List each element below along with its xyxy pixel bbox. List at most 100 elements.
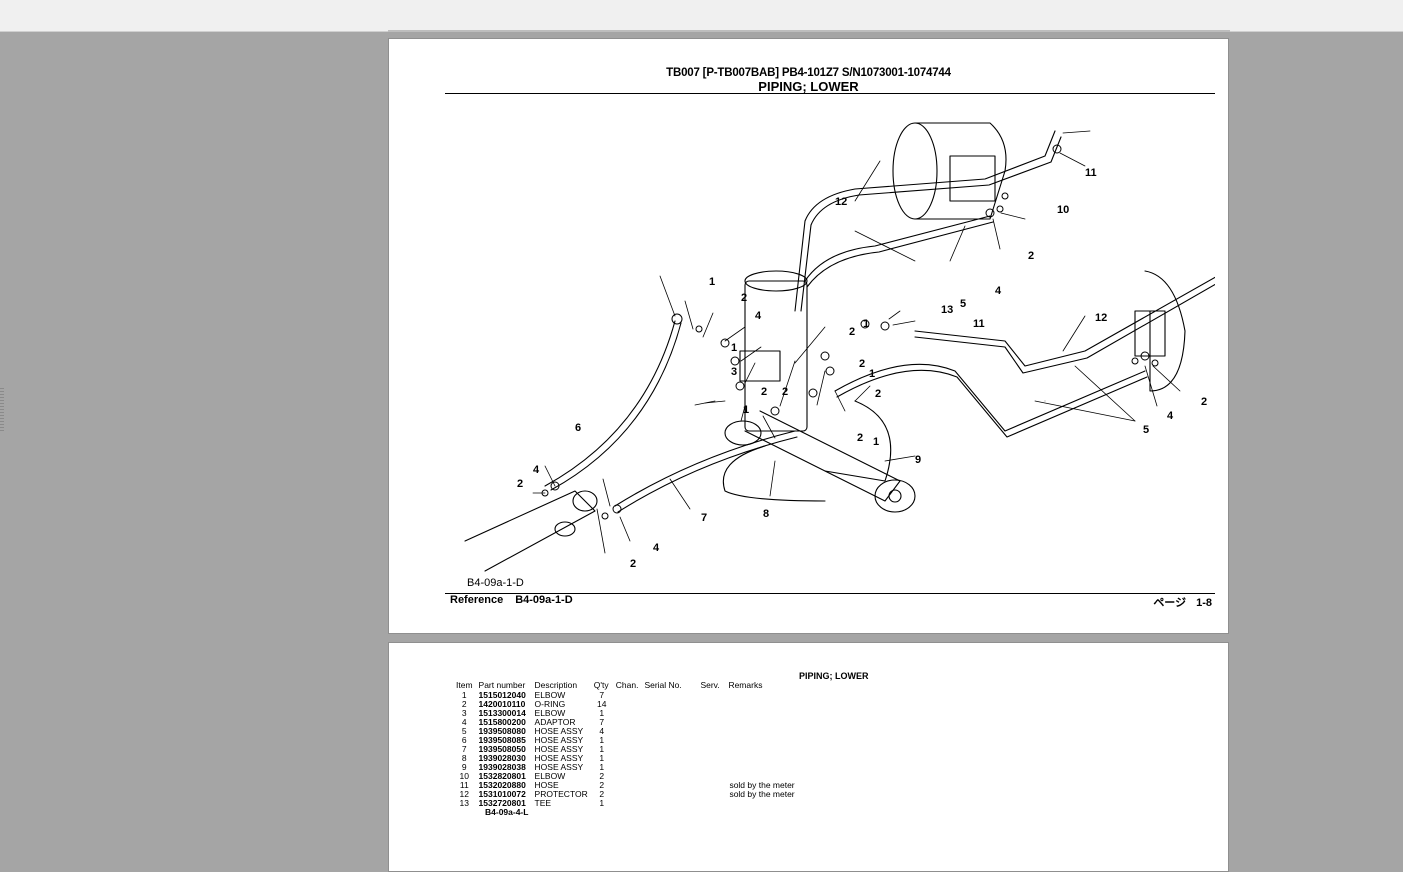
callout-2i: 2 [859,358,865,370]
footer-reference-label: Reference [450,594,504,606]
cell-description: ELBOW [534,690,566,700]
cell-serial [641,691,697,700]
viewer-toolbar [0,0,1403,32]
cell-serial [641,727,697,736]
cell-remarks [725,700,797,709]
callout-11b: 11 [973,318,985,330]
cell-qty: 1 [599,744,605,754]
cell-remarks [725,745,797,754]
callout-2g: 2 [782,386,788,398]
cell-serial [641,781,697,790]
page-header-model: TB007 [P-TB007BAB] PB4-101Z7 S/N1073001-… [666,67,951,79]
cell-remarks [725,736,797,745]
callout-4e: 4 [755,310,762,322]
travel-motor-upper [892,122,938,220]
cell-qty: 2 [599,780,605,790]
cell-part-number: 1531010072 [478,789,526,799]
cell-chan [613,727,642,736]
travel-motor-lower [1144,270,1186,392]
hose-12-upper [794,130,1056,312]
cell-chan [613,763,642,772]
cell-chan [613,709,642,718]
page-header-title: PIPING; LOWER [758,79,859,94]
callout-13: 13 [941,304,953,316]
callout-1d: 1 [863,318,869,330]
cell-serv [697,763,725,772]
callout-2e: 2 [741,292,747,304]
cell-part-number: 1939508085 [478,735,526,745]
col-chan: Chan. [615,680,639,690]
col-qty: Q'ty [593,680,609,690]
cell-serial [641,718,697,727]
callout-2c: 2 [630,558,636,570]
cell-part-number: 1420010110 [478,699,526,709]
callout-1: 1 [709,276,715,288]
motor-block-lower [1134,310,1166,357]
callout-4c: 4 [653,542,660,554]
cell-item: 3 [461,708,467,718]
cell-chan [613,736,642,745]
page-strip [388,30,1230,32]
callout-5b: 5 [1143,424,1149,436]
cell-qty: 7 [599,717,605,727]
cell-item: 4 [461,717,467,727]
col-remarks: Remarks [728,680,763,690]
cell-remarks [725,718,797,727]
cell-part-number: 1939508080 [478,726,526,736]
cell-description: ELBOW [534,708,566,718]
cell-serv [697,736,725,745]
col-description: Description [534,680,578,690]
callout-12: 12 [835,196,847,208]
cell-chan [613,745,642,754]
cell-remarks [725,691,797,700]
cell-item: 9 [461,762,467,772]
cell-description: ELBOW [534,771,566,781]
cell-item: 7 [461,744,467,754]
callout-2d: 2 [517,478,523,490]
footer-reference-value: B4-09a-1-D [515,594,573,606]
cell-qty: 14 [597,699,607,709]
side-resize-handle[interactable] [0,388,4,432]
cell-serial [641,799,697,808]
cell-remarks [725,799,797,808]
cell-qty: 2 [599,789,605,799]
footer-rule [445,593,1215,594]
swivel-joint [744,280,808,432]
callout-2j: 2 [875,388,881,400]
cell-serial [641,790,697,799]
cell-serv [697,754,725,763]
callout-2b: 2 [1201,396,1207,408]
cell-description: TEE [534,798,552,808]
cell-item: 8 [461,753,467,763]
callout-4d: 4 [533,464,540,476]
cell-item: 13 [459,798,469,808]
cell-serial [641,745,697,754]
cell-remarks: sold by the meter [729,780,795,790]
document-page-drawing: TB007 [P-TB007BAB] PB4-101Z7 S/N1073001-… [388,38,1229,634]
cell-chan [613,700,642,709]
callout-8: 8 [763,508,769,520]
parts-list-title: PIPING; LOWER [799,671,869,681]
cell-part-number: 1939028030 [478,753,526,763]
callout-12b: 12 [1095,312,1107,324]
cell-qty: 4 [599,726,605,736]
cell-serv [697,709,725,718]
cell-description: PROTECTOR [534,789,588,799]
cell-item: 5 [461,726,467,736]
cell-serv [697,781,725,790]
cell-qty: 2 [599,771,605,781]
cell-chan [613,772,642,781]
cell-qty: 1 [599,798,605,808]
cell-chan [613,781,642,790]
callout-1e: 1 [869,368,875,380]
cell-serv [697,700,725,709]
cell-chan [613,799,642,808]
